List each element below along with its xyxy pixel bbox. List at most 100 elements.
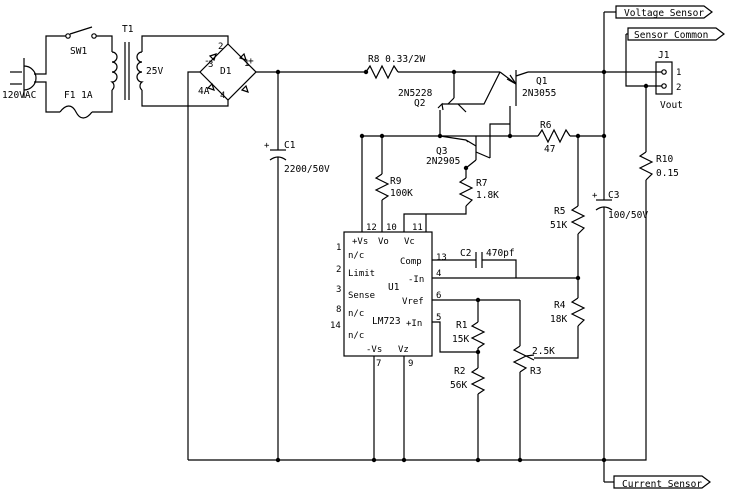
r2-label: R2 [454, 366, 465, 377]
d1-pin2: 2 [218, 42, 223, 52]
d1-rating: 4A [198, 86, 210, 97]
u1-pin-6-name: Vref [402, 297, 424, 307]
resistor-r1 [470, 321, 486, 349]
u1-pin-2-num: 2 [336, 265, 341, 275]
r3-label: R3 [530, 366, 541, 377]
q3-label: Q3 [436, 146, 447, 157]
q3-part: 2N2905 [426, 156, 460, 167]
sw1-label: SW1 [70, 46, 87, 57]
r10-value: 0.15 [656, 168, 679, 179]
r9-value: 100K [390, 188, 413, 199]
u1-pin-3-name: Sense [348, 291, 375, 301]
u1-pin-7-name: -Vs [366, 345, 382, 355]
u1-pin-5-name: +In [406, 319, 422, 329]
c1-value: 2200/50V [284, 164, 330, 175]
r2-value: 56K [450, 380, 467, 391]
q2-part: 2N5228 [398, 88, 433, 99]
u1-label: U1 [388, 282, 400, 293]
r9-label: R9 [390, 176, 402, 187]
d1-plus: + [248, 56, 254, 67]
r6-value: 47 [544, 144, 555, 155]
voltage-sensor-flag [615, 5, 713, 19]
u1-pin-14-name: n/c [348, 331, 364, 341]
voltage-sensor-label: Voltage Sensor [624, 8, 704, 19]
lm723-u1 [343, 231, 433, 357]
q1-label: Q1 [536, 76, 548, 87]
resistor-r9 [374, 173, 390, 201]
c3-value: 100/50V [608, 210, 648, 221]
u1-pin-1-num: 1 [336, 243, 341, 253]
resistor-r7 [458, 177, 474, 207]
transistor-q2 [437, 97, 467, 113]
svg-text:+: + [592, 191, 598, 201]
j1-pin2: 2 [676, 83, 681, 93]
t1-secondary: 25V [146, 66, 163, 77]
r4-value: 18K [550, 314, 567, 325]
d1-pin3: 3 [208, 60, 213, 70]
fuse-label: F1 1A [64, 90, 93, 101]
capacitor-c2 [475, 252, 483, 268]
r10-label: R10 [656, 154, 673, 165]
c3-label: C3 [608, 190, 619, 201]
resistor-r8 [365, 64, 399, 80]
u1-pin-3-num: 3 [336, 285, 341, 295]
resistor-r10 [638, 151, 654, 181]
u1-pin-8-name: n/c [348, 309, 364, 319]
connector-j1 [655, 61, 673, 95]
potentiometer-r3 [512, 345, 535, 373]
r7-value: 1.8K [476, 190, 499, 201]
c2-value: 470pf [486, 248, 515, 259]
j1-name: Vout [660, 100, 683, 111]
r7-label: R7 [476, 178, 487, 189]
junction-dots [275, 69, 649, 463]
r1-label: R1 [456, 320, 468, 331]
resistor-r6 [537, 128, 571, 144]
resistor-r4 [570, 297, 586, 327]
u1-pin-10-name: Vo [378, 237, 389, 247]
u1-pin-13-name: Comp [400, 257, 422, 267]
u1-pin-8-num: 8 [336, 305, 341, 315]
sensor-common-label: Sensor Common [634, 30, 708, 41]
u1-pin-14-num: 14 [330, 321, 341, 331]
r5-label: R5 [554, 206, 565, 217]
c1-label: C1 [284, 140, 296, 151]
d1-minus: - [204, 56, 210, 67]
u1-pin-4-name: -In [408, 275, 424, 285]
r5-value: 51K [550, 220, 567, 231]
svg-text:+: + [264, 141, 270, 151]
d1-label: D1 [220, 66, 232, 77]
sw1-switch [65, 26, 97, 39]
r1-value: 15K [452, 334, 469, 345]
transistor-q3 [465, 136, 491, 160]
r3-value: 2.5K [532, 346, 555, 357]
u1-pin-12-name: +Vs [352, 237, 368, 247]
u1-pin-9-num: 9 [408, 359, 413, 369]
j1-pin1: 1 [676, 68, 681, 78]
u1-pin-11-name: Vc [404, 237, 415, 247]
current-sensor-flag [613, 475, 711, 489]
resistor-r2 [470, 367, 486, 395]
u1-pin-11-num: 11 [412, 223, 423, 233]
r4-label: R4 [554, 300, 566, 311]
q1-part: 2N3055 [522, 88, 556, 99]
u1-pin-6-num: 6 [436, 291, 441, 301]
d1-pin4: 4 [220, 91, 225, 101]
bridge-rectifier-d1 [199, 43, 257, 101]
u1-part: LM723 [372, 316, 401, 327]
d1-pin1: 1 [244, 59, 249, 69]
j1-label: J1 [658, 50, 670, 61]
u1-pin-9-name: Vz [398, 345, 409, 355]
u1-pin-1-name: n/c [348, 251, 364, 261]
u1-pin-2-name: Limit [348, 269, 375, 279]
u1-pin-10-num: 10 [386, 223, 397, 233]
u1-pin-5-num: 5 [436, 313, 441, 323]
u1-pin-4-num: 4 [436, 269, 441, 279]
transformer-t1 [110, 42, 144, 100]
u1-pin-13-num: 13 [436, 253, 447, 263]
mains-plug [10, 58, 37, 98]
transistor-q1 [499, 70, 529, 96]
sensor-common-flag [627, 27, 725, 41]
fuse-f1 [59, 105, 93, 119]
u1-pin-12-num: 12 [366, 223, 377, 233]
